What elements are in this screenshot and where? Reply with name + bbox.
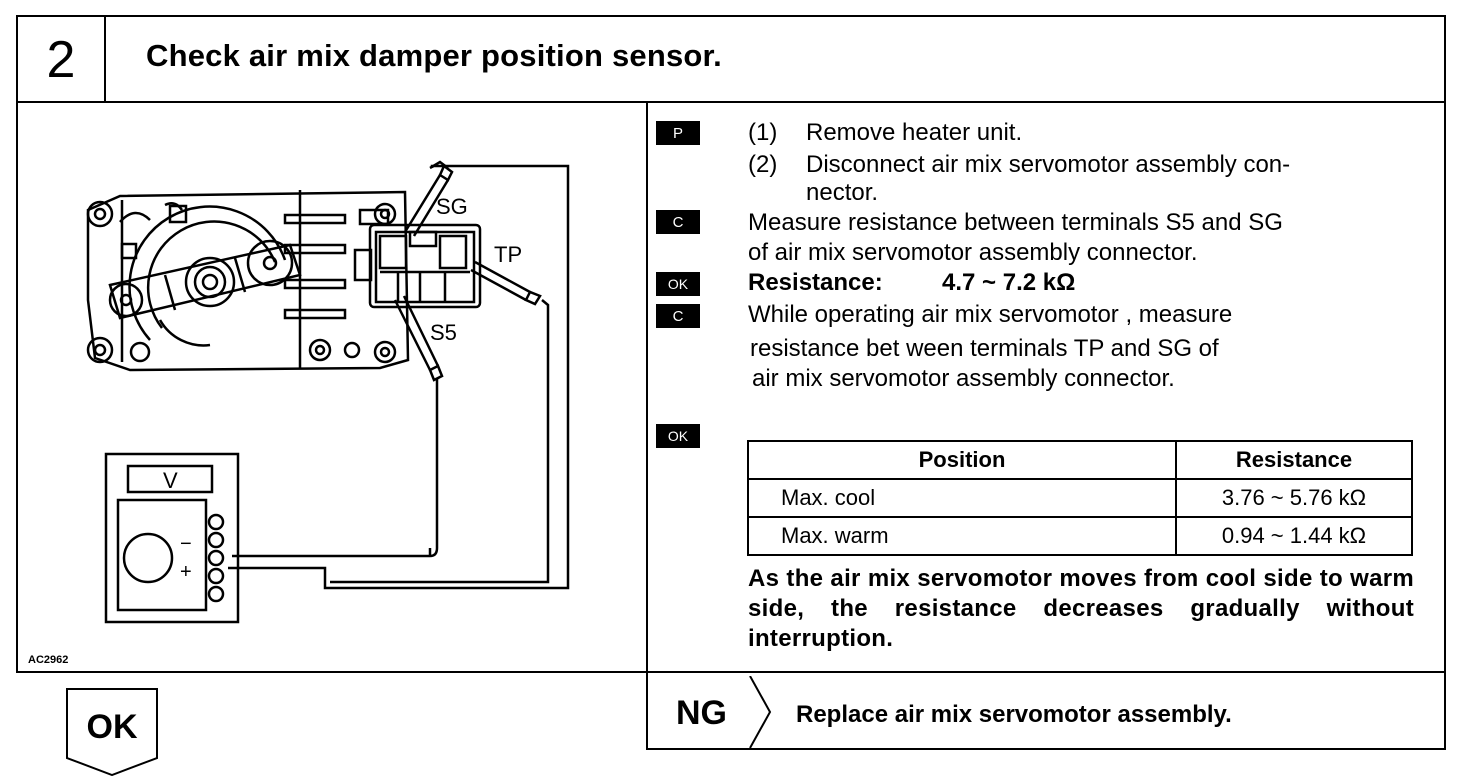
frame-left-border (16, 15, 18, 673)
position-cell: Max. cool (747, 478, 1177, 518)
resistance-value: 4.7 ~ 7.2 kΩ (942, 269, 1076, 296)
resistance-table: Position Resistance Max. cool 3.76 ~ 5.7… (747, 440, 1413, 556)
wiring-diagram: SG TP S5 V − + (86, 160, 570, 624)
sg-terminal-label: SG (436, 194, 468, 219)
preparation-tag: P (656, 121, 700, 145)
check-1-line-1: Measure resistance between terminals S5 … (748, 209, 1283, 236)
frame-right-border (1444, 15, 1446, 750)
tp-terminal-label: TP (494, 242, 522, 267)
step-number: 2 (46, 31, 76, 89)
resistance-label: Resistance: (748, 269, 883, 296)
step-number-divider (104, 15, 106, 102)
header-bottom-border (16, 101, 1446, 103)
ng-action-text: Replace air mix servomotor assembly. (796, 701, 1232, 728)
ok-tag-1: OK (656, 272, 700, 296)
check-2-line-3: air mix servomotor assembly connector. (752, 365, 1175, 392)
test-leads (228, 164, 570, 590)
ok-flow-label: OK (86, 708, 138, 746)
step-2-line-1: Disconnect air mix servomotor assembly c… (806, 151, 1291, 178)
column-header-position: Position (747, 440, 1177, 480)
check-tag-1: C (656, 210, 700, 234)
step-2-line-2: nector. (806, 179, 879, 206)
check-2-line-2: resistance bet ween terminals TP and SG … (750, 335, 1219, 362)
ok-tag-2: OK (656, 424, 700, 448)
check-1-line-2: of air mix servomotor assembly connector… (748, 239, 1198, 266)
ok-flow-arrow-icon (66, 688, 158, 776)
table-row: Max. warm 0.94 ~ 1.44 kΩ (747, 516, 1413, 556)
panel-divider (646, 101, 648, 750)
meter-unit-label: V (163, 468, 178, 493)
check-tag-2: C (656, 304, 700, 328)
step-1-number: (1) (748, 119, 778, 146)
meter-minus-label: − (180, 533, 192, 555)
ng-label: NG (676, 694, 727, 732)
test-probes (393, 160, 542, 382)
column-header-resistance: Resistance (1175, 440, 1413, 480)
position-cell: Max. warm (747, 516, 1177, 556)
step-1-text: Remove heater unit. (806, 119, 1023, 146)
servomotor-connector (368, 223, 482, 309)
table-header-row: Position Resistance (747, 440, 1413, 480)
diagram-bottom-border (16, 671, 648, 673)
check-2-line-1: While operating air mix servomotor , mea… (748, 301, 1233, 328)
frame-top-border (16, 15, 1446, 17)
frame-bottom-border (646, 748, 1446, 750)
resistance-cell: 0.94 ~ 1.44 kΩ (1175, 516, 1413, 556)
step-title: Check air mix damper position sensor. (146, 38, 722, 73)
ng-top-border (646, 671, 1446, 673)
ng-arrow-icon (749, 676, 772, 748)
meter-plus-label: + (180, 561, 192, 583)
table-row: Max. cool 3.76 ~ 5.76 kΩ (747, 478, 1413, 518)
s5-terminal-label: S5 (430, 320, 457, 345)
resistance-cell: 3.76 ~ 5.76 kΩ (1175, 478, 1413, 518)
voltmeter (104, 452, 240, 624)
servomotor-housing (86, 190, 410, 372)
summary-text: As the air mix servomotor moves from coo… (748, 565, 1414, 652)
figure-code: AC2962 (28, 654, 69, 666)
step-2-number: (2) (748, 151, 778, 178)
